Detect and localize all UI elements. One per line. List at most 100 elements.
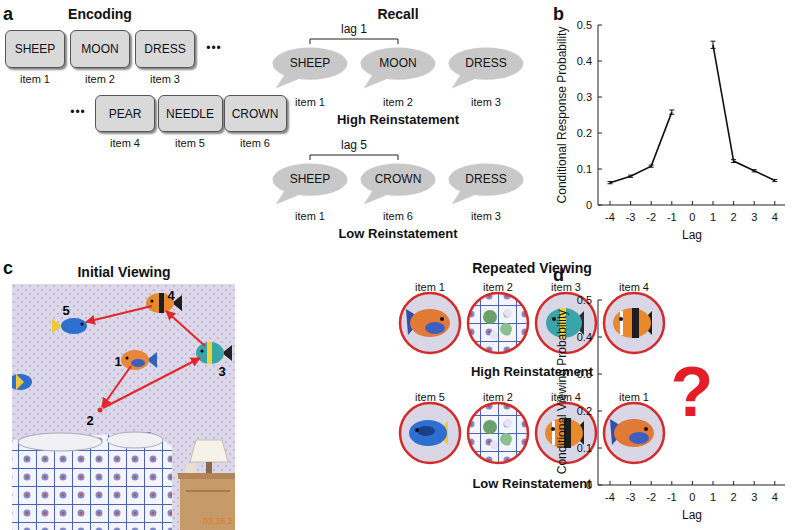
tick-label: 0: [689, 491, 695, 504]
item-label: item 2: [85, 73, 115, 86]
word-card: PEAR: [95, 95, 155, 132]
y-axis: [598, 300, 599, 485]
tick-label: 1: [710, 211, 716, 224]
fixation-number: 2: [86, 414, 93, 429]
word-text: MOON: [81, 42, 118, 56]
tick-label: -2: [646, 491, 656, 504]
y-tick: [598, 411, 602, 412]
error-bar: [731, 160, 736, 163]
item-label: item 2: [483, 391, 513, 404]
error-bar: [669, 110, 674, 114]
tick-label: 0.5: [577, 294, 592, 307]
x-tick: [713, 201, 714, 205]
item-label: item 3: [150, 73, 180, 86]
crp-line: [610, 112, 672, 183]
condition-label: High Reinstatement: [337, 113, 459, 128]
item-label: item 4: [619, 281, 649, 294]
word-text: DRESS: [144, 42, 185, 56]
tick-label: 0.4: [577, 55, 592, 68]
item-label: item 2: [483, 281, 513, 294]
word-text: DRESS: [465, 172, 506, 186]
word-text: MOON: [379, 56, 416, 70]
panel-letter: b: [553, 4, 564, 25]
y-tick: [598, 205, 602, 206]
tick-label: 0: [586, 479, 592, 492]
speech-bubble: DRESS: [447, 162, 525, 206]
lag-bracket: [310, 155, 398, 160]
item-label: item 2: [383, 96, 413, 109]
item-label: item 1: [295, 96, 325, 109]
error-bar: [711, 41, 716, 48]
lag-label: lag 5: [341, 139, 367, 153]
word-card: CROWN: [224, 95, 287, 132]
tick-label: 0: [689, 211, 695, 224]
x-tick: [692, 481, 693, 485]
axis-title: Conditional Response Probability: [556, 27, 570, 204]
tick-label: 3: [751, 211, 757, 224]
tick-label: 2: [731, 491, 737, 504]
tick-label: -3: [626, 491, 636, 504]
y-tick: [598, 300, 602, 301]
error-bar: [628, 175, 633, 177]
word-text: CROWN: [375, 172, 422, 186]
date-stamp: 03.16.2: [203, 516, 233, 526]
panel-title: Initial Viewing: [77, 264, 170, 280]
y-tick: [598, 97, 602, 98]
tick-label: 3: [751, 491, 757, 504]
x-axis: [598, 205, 785, 206]
fixation-number: 3: [218, 365, 225, 380]
x-tick: [774, 481, 775, 485]
error-bar: [608, 182, 613, 184]
item-label: item 3: [471, 96, 501, 109]
crp-line: [713, 45, 775, 181]
item-label: item 1: [20, 73, 50, 86]
panel-letter: a: [3, 4, 13, 25]
error-bar: [752, 170, 757, 172]
y-tick: [598, 448, 602, 449]
ellipsis-mark: •••: [70, 106, 86, 120]
speech-bubble: CROWN: [359, 162, 437, 206]
word-card: MOON: [70, 30, 130, 68]
ellipsis-mark: •••: [206, 42, 222, 56]
x-tick: [630, 481, 631, 485]
item-label: item 6: [240, 137, 270, 150]
scene-photo: [12, 284, 235, 530]
axis-title: Lag: [682, 229, 702, 243]
axis-title: Conditional Viewing Probability: [556, 310, 570, 475]
word-text: DRESS: [465, 56, 506, 70]
x-tick: [733, 201, 734, 205]
x-tick: [651, 481, 652, 485]
word-text: SHEEP: [290, 56, 331, 70]
lag-bracket: [310, 39, 398, 44]
word-text: SHEEP: [15, 42, 56, 56]
tick-label: 0.3: [577, 368, 592, 381]
word-text: SHEEP: [290, 172, 331, 186]
tick-label: 0.3: [577, 91, 592, 104]
item-label: item 1: [415, 281, 445, 294]
panel-title: Encoding: [68, 6, 132, 22]
speech-bubble: SHEEP: [271, 46, 349, 90]
question-mark: ?: [671, 352, 714, 433]
tick-label: 0: [586, 199, 592, 212]
y-tick: [598, 61, 602, 62]
panel-title: Recall: [377, 6, 418, 22]
speech-bubble: SHEEP: [271, 162, 349, 206]
fixation-number: 4: [167, 289, 174, 304]
x-tick: [754, 201, 755, 205]
x-axis: [598, 485, 785, 486]
tick-label: 0.1: [577, 163, 592, 176]
x-tick: [610, 201, 611, 205]
panel-title: Repeated Viewing: [472, 260, 592, 276]
tick-label: 0.2: [577, 405, 592, 418]
lag-label: lag 1: [341, 23, 367, 37]
speech-bubble: MOON: [359, 46, 437, 90]
word-text: NEEDLE: [166, 107, 214, 121]
x-tick: [692, 201, 693, 205]
y-tick: [598, 169, 602, 170]
tick-label: -4: [605, 491, 615, 504]
tick-label: 0.1: [577, 442, 592, 455]
x-tick: [651, 201, 652, 205]
fixation-number: 5: [62, 304, 69, 319]
x-tick: [754, 481, 755, 485]
fixation-number: 1: [114, 355, 121, 370]
